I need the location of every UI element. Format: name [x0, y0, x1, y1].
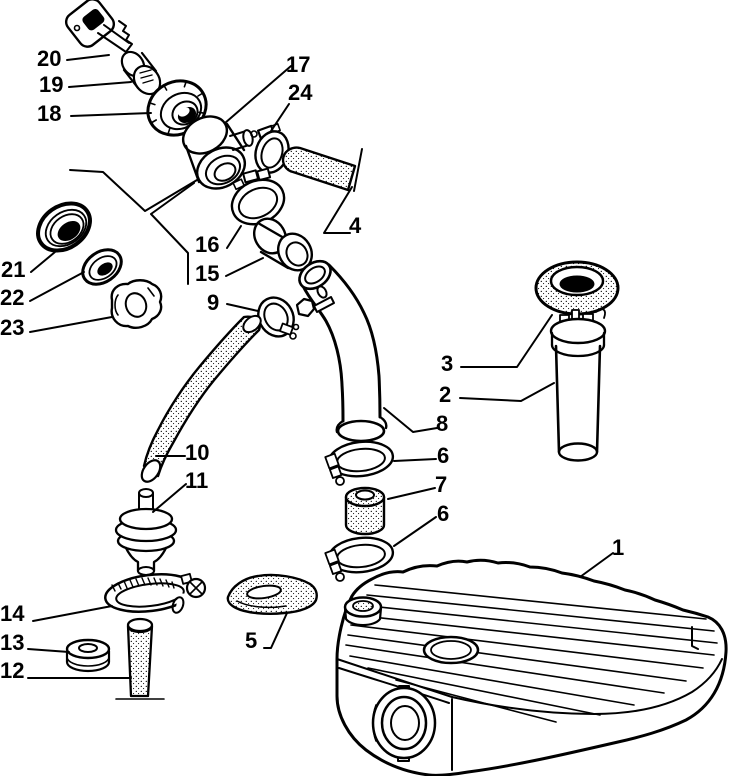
leader-19 [68, 81, 132, 88]
part-18-fuel-cap [146, 79, 208, 137]
callout-3[interactable]: 3 [441, 351, 454, 376]
callout-4[interactable]: 4 [349, 213, 362, 238]
part-11-valve [114, 488, 178, 576]
tank-front-boss [371, 685, 437, 762]
filler-neck-vent-stub [229, 129, 258, 151]
leader-9 [226, 303, 259, 312]
callout-18[interactable]: 18 [37, 101, 62, 126]
callout-6-lower[interactable]: 6 [437, 501, 450, 526]
callout-8[interactable]: 8 [436, 411, 449, 436]
leader-group-a [69, 169, 198, 212]
callout-7[interactable]: 7 [435, 472, 448, 497]
leader-20 [66, 54, 110, 61]
part-15-sleeve [252, 217, 314, 272]
callout-20[interactable]: 20 [37, 46, 62, 71]
part-6-clamp-lower [324, 536, 395, 582]
leader-17 [224, 65, 292, 124]
leader-1 [579, 552, 614, 578]
part-12-drain-tube [115, 617, 165, 700]
callout-23[interactable]: 23 [0, 315, 25, 340]
part-5-gasket [226, 573, 318, 615]
leader-4 [323, 186, 353, 234]
tank-ribs [345, 584, 718, 723]
callout-10[interactable]: 10 [185, 440, 210, 465]
leader-6-upper [393, 458, 437, 462]
callout-12[interactable]: 12 [0, 658, 25, 683]
part-13-grommet [65, 638, 111, 673]
part-23-bracket [110, 279, 163, 329]
part-19-lock-cylinder [120, 50, 162, 96]
part-10-vent-hose [140, 314, 262, 483]
part-17-filler-neck [181, 115, 258, 190]
callout-9[interactable]: 9 [207, 290, 220, 315]
callout-24[interactable]: 24 [288, 80, 313, 105]
leader-3 [460, 314, 553, 368]
callout-19[interactable]: 19 [39, 72, 64, 97]
callout-1[interactable]: 1 [612, 535, 625, 560]
callout-13[interactable]: 13 [0, 630, 25, 655]
part-16-clamp [230, 167, 286, 226]
leader-2 [459, 382, 555, 402]
part-9-clamp-ring [257, 296, 300, 340]
leader-13 [27, 648, 70, 653]
tank-inlet-fitting [343, 596, 383, 627]
leader-11 [152, 483, 187, 513]
hose-clamp-screw [180, 572, 207, 599]
leader-6-lower [393, 516, 437, 547]
leader-group-b [150, 182, 195, 285]
leader-21 [30, 251, 56, 273]
leader-24 [270, 103, 290, 132]
part-4-filler-hose [281, 146, 363, 192]
tank-pump-hole [422, 635, 480, 665]
leader-8 [383, 407, 438, 433]
callout-11[interactable]: 11 [185, 468, 209, 493]
callout-16[interactable]: 16 [195, 232, 220, 257]
part-6-clamp-upper [324, 440, 395, 486]
part-21-seal-ring-large [36, 201, 92, 253]
callout-14[interactable]: 14 [0, 601, 25, 626]
leader-16 [226, 225, 242, 249]
leader-5 [263, 612, 288, 649]
part-2-fuel-pump [549, 308, 607, 462]
callout-15[interactable]: 15 [195, 261, 220, 286]
pipe-bleed-screw [295, 285, 335, 318]
part-20-key [64, 0, 133, 53]
leader-7 [387, 487, 436, 500]
leader-23 [29, 316, 113, 333]
part-24-clamp-small [254, 123, 290, 174]
part-22-seal-ring-small [81, 248, 123, 286]
callout-17[interactable]: 17 [286, 52, 311, 77]
callout-6-upper[interactable]: 6 [437, 443, 450, 468]
callout-2[interactable]: 2 [439, 382, 452, 407]
leader-lines [27, 54, 614, 679]
leader-18 [70, 112, 152, 117]
tank-rim [336, 626, 723, 771]
callout-5[interactable]: 5 [245, 628, 258, 653]
leader-22 [29, 271, 85, 302]
part-7-spacer-bush [344, 486, 386, 536]
part-14-hose-clamp [104, 572, 218, 626]
part-8-filler-pipe [295, 259, 388, 443]
leader-15 [225, 257, 264, 277]
part-1-fuel-tank [335, 558, 728, 776]
leader-14 [32, 605, 113, 622]
part-3-seal-ring [534, 260, 620, 316]
callout-21[interactable]: 21 [1, 257, 26, 282]
callout-22[interactable]: 22 [0, 285, 25, 310]
